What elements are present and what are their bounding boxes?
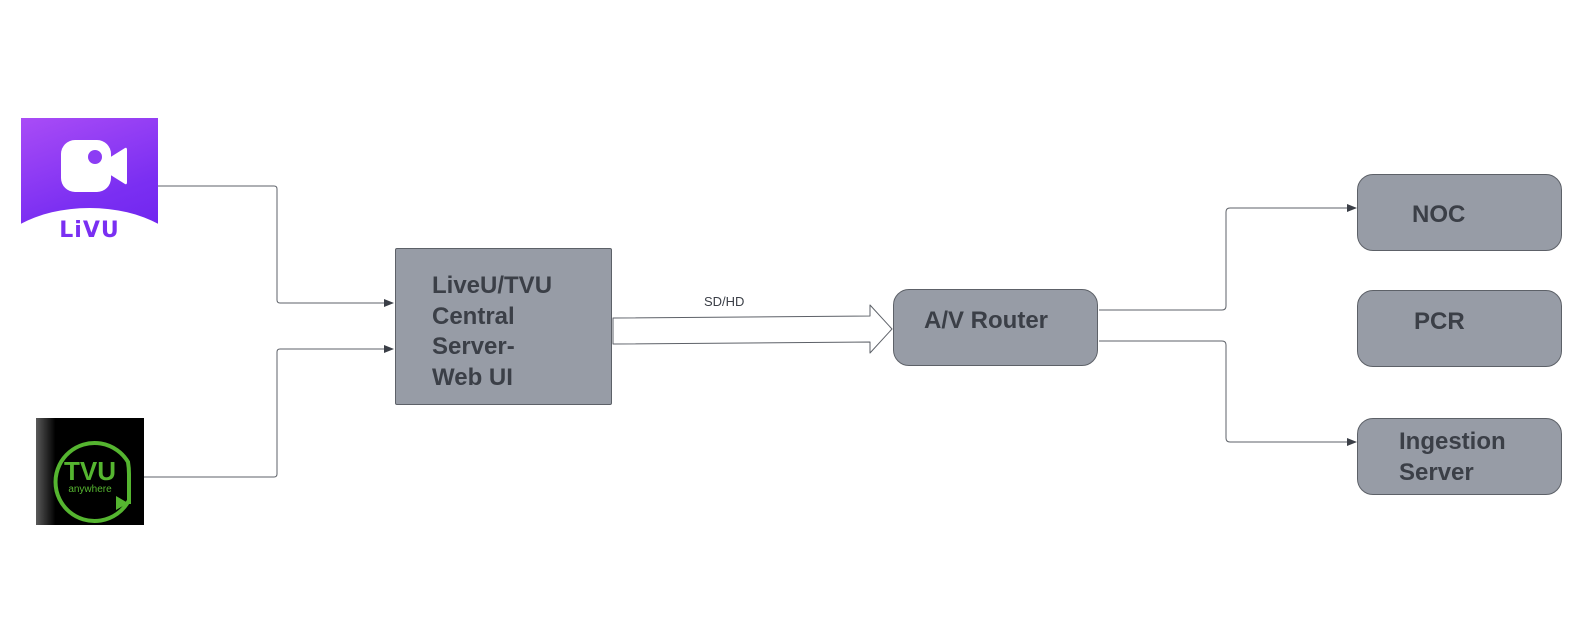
tvu-badge-icon: TVU anywhere bbox=[53, 441, 131, 523]
signal-format-label: SD/HD bbox=[704, 294, 745, 309]
pcr-label: PCR bbox=[1414, 308, 1465, 335]
noc-node: NOC bbox=[1357, 174, 1562, 251]
central-server-node: LiveU/TVU Central Server- Web UI bbox=[395, 248, 612, 405]
ingestion-server-node: Ingestion Server bbox=[1357, 418, 1562, 495]
livu-logo-arc bbox=[21, 208, 158, 247]
video-camera-icon bbox=[61, 140, 127, 192]
pcr-node: PCR bbox=[1357, 290, 1562, 367]
connector-router-to-noc bbox=[1099, 204, 1357, 311]
noc-label: NOC bbox=[1412, 201, 1466, 228]
connector-livu-to-central bbox=[158, 185, 394, 307]
tvu-wordmark: TVU bbox=[64, 456, 116, 486]
ingestion-server-label: Ingestion Server bbox=[1399, 428, 1506, 486]
livu-wordmark: LiVU bbox=[59, 218, 120, 243]
central-server-label: LiveU/TVU Central Server- Web UI bbox=[432, 272, 553, 391]
av-router-node: A/V Router bbox=[893, 289, 1098, 366]
tvu-tagline: anywhere bbox=[68, 484, 112, 495]
tvu-anywhere-logo: TVU anywhere bbox=[36, 418, 144, 525]
livu-logo: LiVU bbox=[21, 118, 158, 247]
block-arrow-central-to-router bbox=[612, 304, 893, 354]
connector-tvu-to-central bbox=[144, 345, 394, 478]
connector-router-to-ingest bbox=[1099, 340, 1357, 446]
av-router-label: A/V Router bbox=[924, 307, 1049, 334]
